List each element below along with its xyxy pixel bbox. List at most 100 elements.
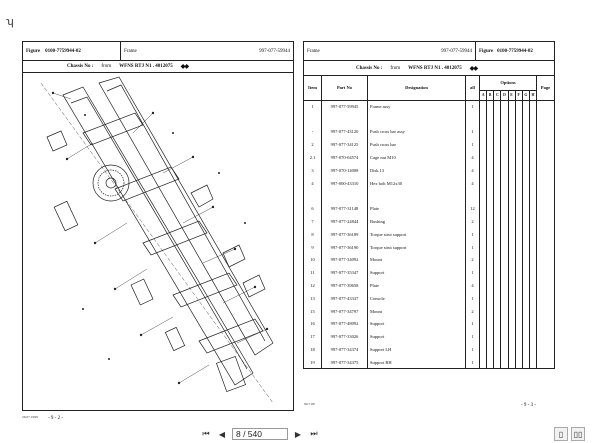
row-option-cell	[478, 215, 488, 228]
row-option-cell	[521, 163, 530, 177]
row-item-number: 10	[303, 253, 322, 267]
row-option-cell	[521, 240, 530, 254]
row-designation: Disk 13	[367, 163, 466, 177]
row-option-cell	[478, 317, 488, 331]
row-option-cell	[486, 215, 495, 228]
left-footer-page: - 9 - 2 -	[48, 416, 63, 421]
row-option-cell	[514, 253, 523, 267]
page-number-input[interactable]: 8 / 540	[232, 428, 288, 440]
left-chassis-row: Chassis No : from WFNS RTJ N1 . 4012075 …	[22, 61, 294, 73]
row-option-cell	[514, 189, 523, 203]
row-option-cell	[493, 215, 502, 228]
row-designation: Mount	[367, 304, 466, 318]
row-option-cell	[507, 317, 516, 331]
row-quantity: 4	[465, 151, 480, 164]
row-item-number: 12	[303, 279, 322, 292]
row-option-cell	[493, 189, 502, 203]
row-option-cell	[507, 202, 516, 216]
row-quantity: 1	[465, 291, 480, 305]
row-page-cell	[536, 266, 555, 280]
row-part-number: 997-077-34374	[321, 343, 368, 356]
row-designation: Support LH	[367, 343, 466, 356]
row-page-cell	[536, 279, 555, 292]
row-option-cell	[478, 163, 488, 177]
row-option-cell	[486, 291, 495, 305]
row-option-cell	[500, 240, 509, 254]
row-option-cell	[521, 266, 530, 280]
row-option-cell	[493, 253, 502, 267]
row-option-cell	[478, 355, 488, 370]
row-option-cell	[521, 151, 530, 164]
row-option-cell	[493, 330, 502, 344]
single-page-view-icon[interactable]: ▯	[554, 427, 568, 441]
row-option-cell	[514, 176, 523, 190]
row-page-cell	[536, 240, 555, 254]
row-item-number: 3	[303, 163, 322, 177]
row-option-cell	[493, 266, 502, 280]
row-quantity: 1	[465, 343, 480, 356]
last-page-icon[interactable]: ⏭	[310, 429, 318, 438]
row-part-number: 997-077-34092	[321, 253, 368, 267]
row-option-cell	[507, 176, 516, 190]
row-option-cell	[486, 176, 495, 190]
row-option-cell	[507, 291, 516, 305]
row-option-cell	[500, 163, 509, 177]
row-option-cell	[521, 227, 530, 241]
row-option-cell	[521, 253, 530, 267]
previous-page-icon[interactable]: ◀	[218, 429, 226, 439]
right-chassis-arrows: ◆◆	[469, 65, 478, 72]
row-page-cell	[536, 330, 555, 344]
row-option-cell	[478, 125, 488, 139]
row-option-cell	[478, 330, 488, 344]
row-option-cell	[528, 176, 538, 190]
row-option-cell	[486, 100, 495, 113]
row-option-cell	[507, 125, 516, 139]
row-part-number: 997-077-43120	[321, 125, 368, 139]
first-page-icon[interactable]: ⏮	[202, 429, 210, 438]
row-quantity: 1	[465, 100, 480, 113]
row-part-number: 997-070-04574	[321, 151, 368, 164]
row-option-cell	[478, 240, 488, 254]
row-option-cell	[493, 291, 502, 305]
row-option-cell	[507, 279, 516, 292]
row-option-cell	[507, 189, 516, 203]
row-option-cell	[514, 100, 523, 113]
row-designation: Cage nut M10	[367, 151, 466, 164]
row-option-cell	[486, 163, 495, 177]
row-part-number: 997-077-24844	[321, 215, 368, 228]
exploded-view-drawing	[40, 76, 274, 404]
row-option-cell	[514, 202, 523, 216]
two-page-view-icon[interactable]: ▯▯	[571, 427, 585, 441]
row-option-cell	[486, 112, 495, 126]
left-page-header: Figure 0100-7759944-02 Frame 997-077-599…	[22, 41, 294, 61]
row-designation: Support	[367, 266, 466, 280]
row-part-number: 997-077-48092	[321, 317, 368, 331]
left-figure-cell: Figure 0100-7759944-02	[23, 42, 121, 60]
row-designation: Bushing	[367, 215, 466, 228]
row-page-cell	[536, 176, 555, 190]
row-option-cell	[507, 355, 516, 370]
row-option-cell	[528, 343, 538, 356]
left-chassis-value: WFNS RTJ N1 . 4012075	[119, 64, 173, 69]
table-row	[303, 112, 555, 126]
row-option-cell	[486, 151, 495, 164]
option-letter: H	[528, 90, 536, 99]
option-letters: A B C D E F G H	[481, 90, 536, 99]
row-option-cell	[500, 291, 509, 305]
row-designation: Hex bolt M12x30	[367, 176, 466, 190]
row-option-cell	[493, 112, 502, 126]
left-footer-code: 26.07.1999	[22, 415, 38, 419]
page-navigator: ⏮ ◀ 8 / 540 ▶ ⏭	[200, 427, 320, 441]
row-quantity: 1	[465, 266, 480, 280]
next-page-icon[interactable]: ▶	[294, 429, 302, 439]
row-option-cell	[521, 100, 530, 113]
row-page-cell	[536, 163, 555, 177]
row-quantity: 2	[465, 253, 480, 267]
row-option-cell	[528, 317, 538, 331]
row-option-cell	[478, 100, 488, 113]
